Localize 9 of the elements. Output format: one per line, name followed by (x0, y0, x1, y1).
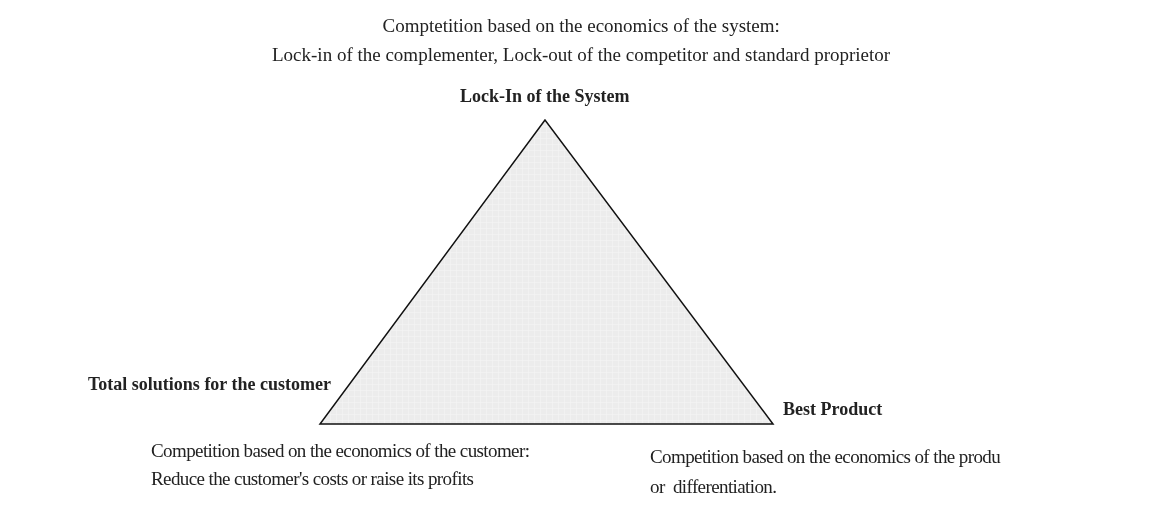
vertex-label: Total solutions for the customer (88, 375, 331, 393)
description-text: Competition based on the economics of the produ (650, 447, 1001, 466)
description-text: Reduce the customer's costs or raise its profits (151, 469, 474, 488)
vertex-label: Lock-In of the System (460, 87, 630, 105)
description-text: or differentiation. (650, 477, 777, 496)
description-text: Competition based on the economics of the customer: (151, 441, 530, 460)
heading-text: Comptetition based on the economics of the system: (382, 16, 780, 35)
vertex-label: Best Product (783, 400, 883, 418)
heading-text: Lock-in of the complementer, Lock-out of the competitor and standard proprietor (272, 45, 891, 64)
